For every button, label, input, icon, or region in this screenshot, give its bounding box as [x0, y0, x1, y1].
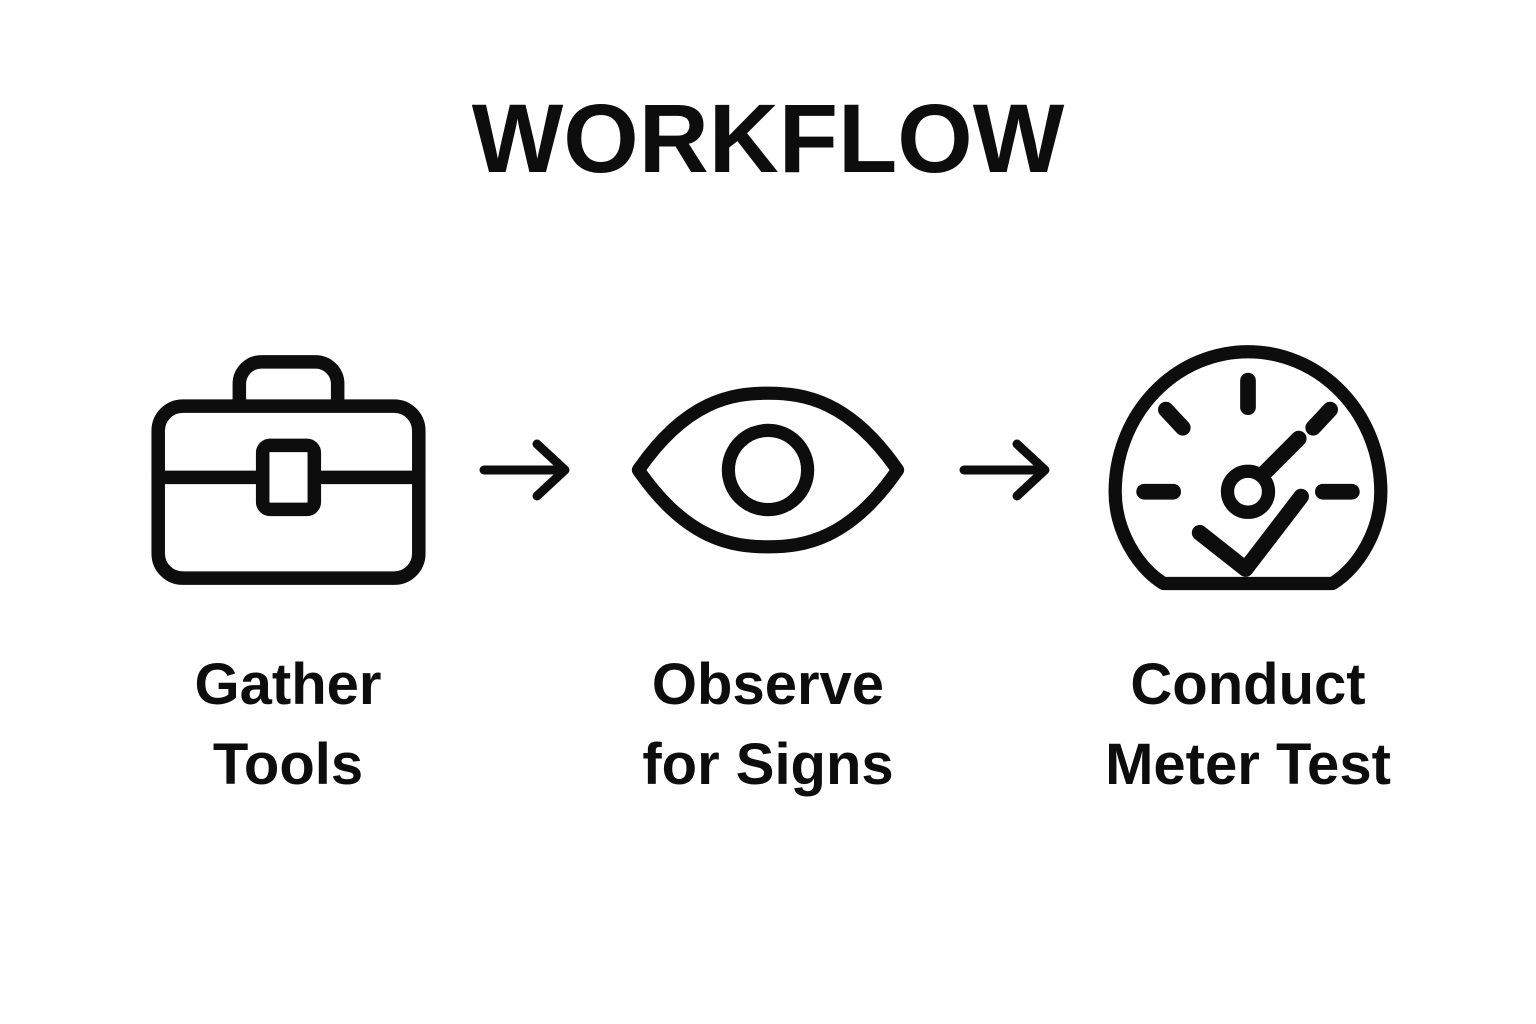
workflow-steps: Gather Tools Observe for Signs [98, 344, 1438, 805]
page-title: WORKFLOW [471, 84, 1065, 193]
step-observe-for-signs: Observe for Signs [578, 345, 958, 805]
arrow-right-icon [479, 439, 570, 501]
briefcase-icon [150, 354, 426, 585]
step-label: Conduct Meter Test [1105, 651, 1391, 797]
meter-icon [1108, 344, 1388, 590]
step-conduct-meter-test: Conduct Meter Test [1058, 344, 1438, 805]
step-gather-tools: Gather Tools [98, 345, 478, 805]
eye-icon [631, 386, 905, 554]
step-label: Observe for Signs [642, 651, 894, 797]
arrow-right-icon [959, 439, 1050, 501]
step-label: Gather Tools [194, 651, 382, 797]
